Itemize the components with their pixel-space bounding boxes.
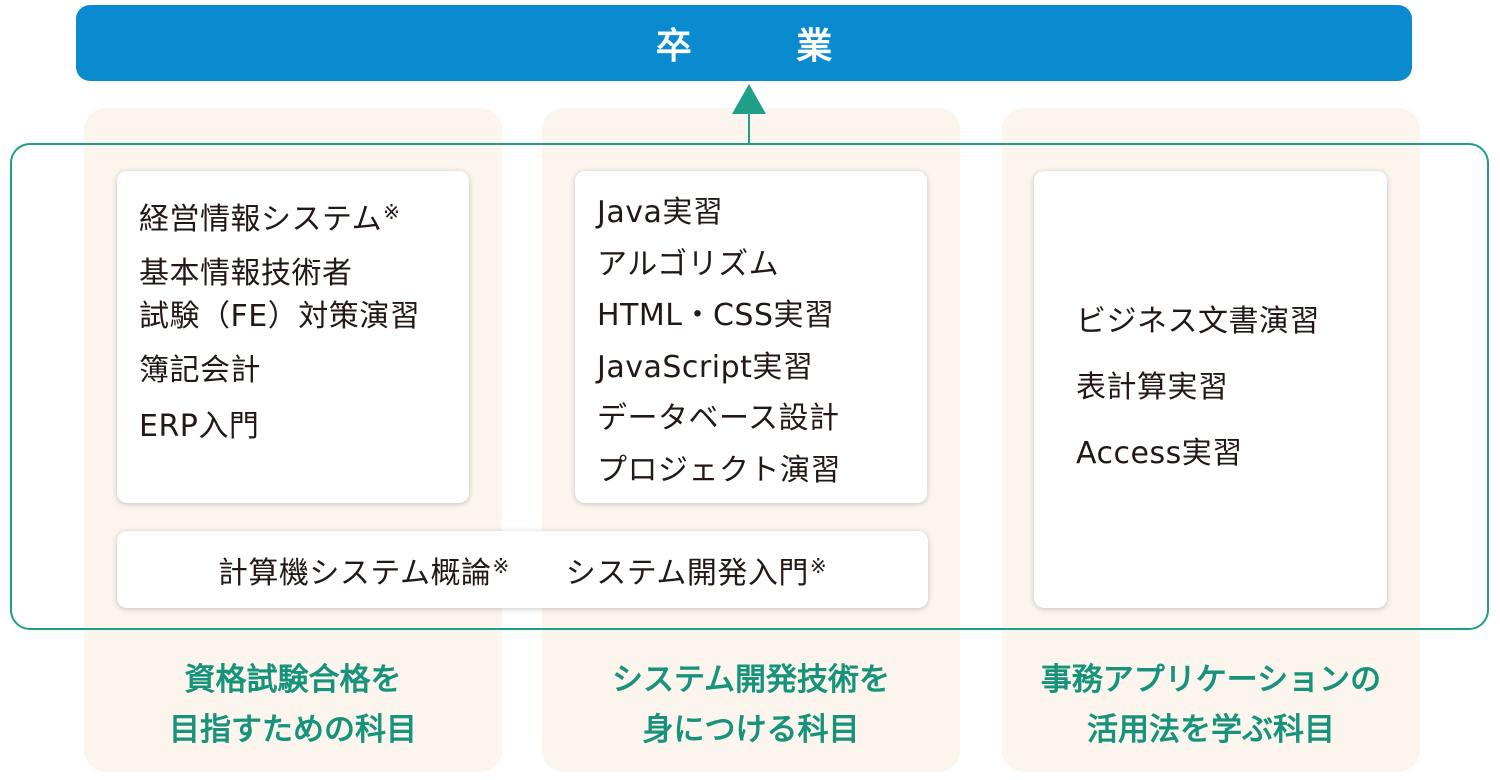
caption-line: システム開発技術を xyxy=(611,662,891,698)
subject-item: JavaScript実習 xyxy=(597,349,814,385)
subject-item: 簿記会計 xyxy=(139,353,261,388)
subject-item: ERP入門 xyxy=(139,409,260,444)
arrow-connector-line xyxy=(748,114,750,144)
caption-line: 事務アプリケーションの xyxy=(1040,662,1382,698)
caption-line: 身につける科目 xyxy=(642,712,860,748)
note-mark: ※ xyxy=(809,553,828,578)
subject-item: 経営情報システム※ xyxy=(139,200,401,237)
column-caption-office-apps: 事務アプリケーションの 活用法を学ぶ科目 xyxy=(1002,655,1420,755)
shared-subjects-card: 計算機システム概論※ システム開発入門※ xyxy=(117,531,928,608)
graduation-label: 卒 業 xyxy=(655,26,879,67)
subject-item: Access実習 xyxy=(1076,436,1243,471)
subject-item: HTML・CSS実習 xyxy=(597,298,835,333)
certification-subjects-card: 経営情報システム※ 基本情報技術者 試験（FE）対策演習 簿記会計 ERP入門 xyxy=(117,171,469,503)
office-apps-subjects-card: ビジネス文書演習 表計算実習 Access実習 xyxy=(1034,171,1387,608)
curriculum-frame xyxy=(10,143,1489,630)
subject-item: ビジネス文書演習 xyxy=(1076,304,1320,339)
column-caption-certification: 資格試験合格を 目指すための科目 xyxy=(84,655,502,755)
caption-line: 目指すための科目 xyxy=(169,712,417,748)
subject-item: プロジェクト演習 xyxy=(597,452,841,488)
subject-item: 試験（FE）対策演習 xyxy=(139,299,421,334)
graduation-banner: 卒 業 xyxy=(76,5,1412,81)
note-mark: ※ xyxy=(492,553,510,578)
subject-item: Java実習 xyxy=(597,195,724,230)
note-mark: ※ xyxy=(383,200,401,224)
arrow-up-icon xyxy=(732,84,766,114)
caption-line: 資格試験合格を xyxy=(184,662,402,698)
development-subjects-card: Java実習 アルゴリズム HTML・CSS実習 JavaScript実習 デー… xyxy=(575,171,927,503)
column-caption-development: システム開発技術を 身につける科目 xyxy=(542,655,960,755)
subject-item: 計算機システム概論※ xyxy=(217,553,510,591)
subject-item: システム開発入門※ xyxy=(565,553,828,591)
subject-item: 表計算実習 xyxy=(1076,370,1229,405)
subject-item: アルゴリズム xyxy=(597,246,780,282)
subject-item: データベース設計 xyxy=(597,401,840,436)
caption-line: 活用法を学ぶ科目 xyxy=(1087,712,1335,748)
subject-item: 基本情報技術者 xyxy=(139,256,353,291)
